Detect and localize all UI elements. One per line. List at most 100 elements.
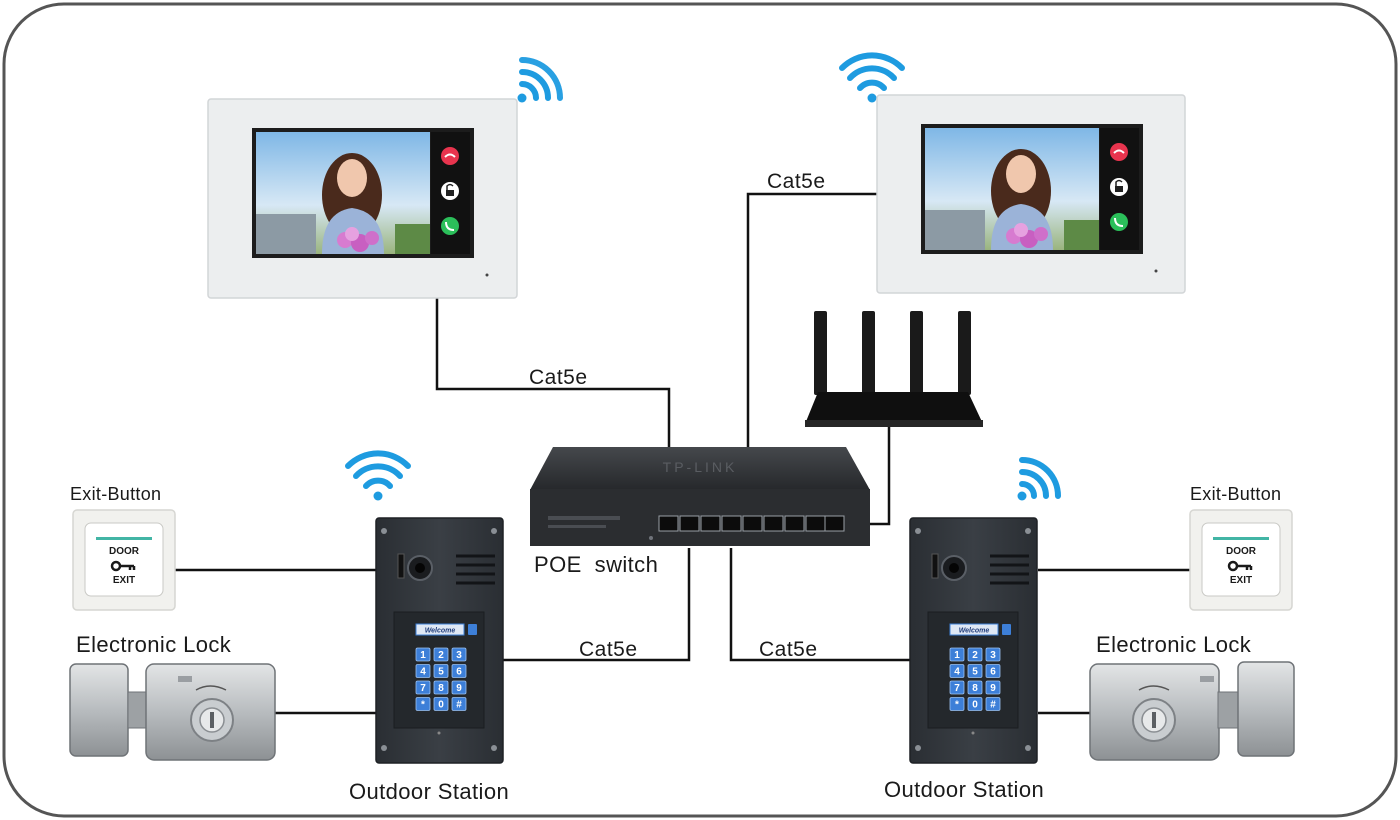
router-antenna (958, 311, 971, 395)
cable-label: Cat5e (767, 170, 826, 193)
wires (175, 192, 1190, 715)
keypad-key[interactable] (451, 697, 467, 711)
keypad-key[interactable] (433, 680, 449, 695)
electronic-lock-label: Electronic Lock (1096, 632, 1252, 657)
keypad-key[interactable] (967, 680, 983, 695)
exit-button-bottom-text: EXIT (1230, 575, 1252, 586)
decline-call-icon (441, 147, 459, 165)
wifi-router (805, 311, 983, 427)
keypad-key[interactable] (985, 647, 1001, 662)
keypad-key[interactable] (967, 647, 983, 662)
wifi-icon (839, 52, 905, 103)
keypad-display-text: Welcome (425, 628, 456, 635)
keypad-display (949, 623, 999, 636)
keypad-key[interactable] (949, 664, 965, 678)
indoor-monitor (207, 98, 518, 299)
keypad-display (415, 623, 465, 636)
router-antenna (814, 311, 827, 395)
keypad-key-label: 9 (990, 683, 996, 694)
exit-button-device: DOOR EXIT (72, 509, 176, 611)
wifi-icon (517, 57, 563, 103)
keypad-key-label: 4 (420, 667, 426, 678)
keypad-key-label: 5 (972, 667, 978, 678)
exit-button-bottom-text: EXIT (113, 575, 135, 586)
accept-call-icon (441, 217, 459, 235)
wire-monitor-right-to-switch (746, 192, 878, 522)
keypad-key[interactable] (985, 697, 1001, 711)
accept-call-icon (1110, 213, 1128, 231)
keypad-key-label: 8 (972, 683, 978, 694)
wifi-icon (345, 450, 411, 501)
keypad-key[interactable] (985, 664, 1001, 678)
keypad-key-label: 3 (990, 650, 996, 661)
keypad-key-label: 8 (438, 683, 444, 694)
keypad-key[interactable] (949, 680, 965, 695)
keypad-key-label: 0 (438, 700, 444, 711)
keypad-key[interactable] (415, 664, 431, 678)
key-icon (110, 560, 136, 572)
wire-station-right-to-switch (729, 548, 910, 662)
keypad-key[interactable] (451, 664, 467, 678)
keypad-key-label: 2 (972, 650, 978, 661)
electronic-lock-label: Electronic Lock (76, 632, 232, 657)
keypad-key[interactable] (433, 664, 449, 678)
keypad-key-label: * (421, 700, 425, 711)
keypad-key[interactable] (415, 697, 431, 711)
switch-ports (658, 515, 845, 532)
monitor-screen (256, 132, 430, 254)
keypad-key[interactable] (433, 697, 449, 711)
exit-button-label: Exit-Button (1190, 484, 1282, 504)
keypad-key[interactable] (415, 680, 431, 695)
speaker-grille (990, 554, 1029, 585)
keypad-key-label: 6 (456, 667, 462, 678)
keypad-key[interactable] (967, 697, 983, 711)
keypad-key[interactable] (967, 664, 983, 678)
keypad-key-label: 7 (954, 683, 960, 694)
keypad-key-label: # (456, 700, 462, 711)
keypad: Welcome 1 2 3 4 5 6 7 8 9 * 0 # (949, 623, 1011, 711)
keypad-key-label: 6 (990, 667, 996, 678)
outdoor-station-label: Outdoor Station (884, 777, 1045, 802)
svg-text:TP-LINK: TP-LINK (663, 459, 738, 475)
keypad-key-label: 5 (438, 667, 444, 678)
exit-button-device: DOOR EXIT (1189, 509, 1293, 611)
keypad-key-label: 4 (954, 667, 960, 678)
keypad-key-label: 3 (456, 650, 462, 661)
keypad-key[interactable] (949, 647, 965, 662)
decline-call-icon (1110, 143, 1128, 161)
cable-label: Cat5e (529, 366, 588, 389)
keypad-key-label: # (990, 700, 996, 711)
speaker-grille (456, 554, 495, 585)
keypad-key-label: 1 (420, 650, 426, 661)
wifi-icon (1017, 457, 1061, 501)
poe-switch-label: POE switch (534, 552, 659, 577)
keypad-key[interactable] (415, 647, 431, 662)
cable-label: Cat5e (759, 638, 818, 661)
keypad-key-label: * (955, 700, 959, 711)
keypad-display-text: Welcome (959, 628, 990, 635)
keypad-key[interactable] (433, 647, 449, 662)
poe-switch: TP-LINK (530, 447, 870, 546)
keypad-key[interactable] (985, 680, 1001, 695)
keypad-key-label: 0 (972, 700, 978, 711)
keypad-key[interactable] (451, 680, 467, 695)
bell-icon (468, 624, 477, 635)
cable-label: Cat5e (579, 638, 638, 661)
bell-icon (1002, 624, 1011, 635)
wire-station-left-to-switch (503, 548, 691, 662)
exit-button-top-text: DOOR (109, 546, 140, 557)
exit-button-label: Exit-Button (70, 484, 162, 504)
keypad-key-label: 9 (456, 683, 462, 694)
keypad-key-label: 7 (420, 683, 426, 694)
exit-button-top-text: DOOR (1226, 546, 1257, 557)
key-icon (1227, 560, 1253, 572)
monitor-screen (925, 128, 1099, 250)
keypad-key[interactable] (949, 697, 965, 711)
indoor-monitor (876, 94, 1186, 294)
outdoor-station: Welcome 1 2 3 4 5 6 7 8 9 * 0 # (909, 517, 1038, 764)
keypad-key[interactable] (451, 647, 467, 662)
keypad-key-label: 1 (954, 650, 960, 661)
